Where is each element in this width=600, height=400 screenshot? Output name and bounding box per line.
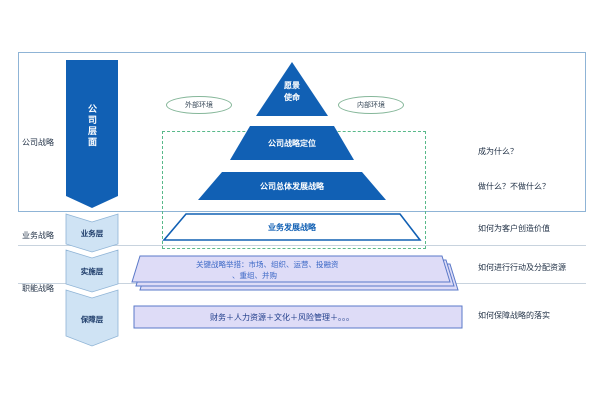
internal-environment-oval: 内部环境 xyxy=(338,96,404,114)
company-level-label: 公司层面 xyxy=(86,104,96,148)
right-label-q4: 如何进行行动及分配资源 xyxy=(478,263,566,272)
pyramid-level4 xyxy=(162,213,422,241)
pyramid-level2 xyxy=(230,126,354,160)
group-label-company: 公司战略 xyxy=(22,138,54,147)
separator-business xyxy=(18,245,586,246)
external-environment-oval: 外部环境 xyxy=(166,96,232,114)
key-strategy-line1: 关键战略举措：市场、组织、运营、投融资 xyxy=(196,260,339,269)
support-band xyxy=(133,305,463,329)
pyramid-level2-label: 公司战略定位 xyxy=(268,139,316,148)
pyramid-level3 xyxy=(198,172,386,200)
group-label-business: 业务战略 xyxy=(22,231,54,240)
support-level-label: 保障层 xyxy=(80,315,104,324)
pyramid-level3-label: 公司总体发展战略 xyxy=(260,182,324,191)
business-level-label: 业务层 xyxy=(80,229,104,238)
pyramid-top-line1: 愿景 xyxy=(284,81,300,90)
implementation-level-chevron xyxy=(65,249,119,293)
company-level-arrow xyxy=(66,60,118,208)
right-label-q1: 成为什么？ xyxy=(478,147,518,156)
support-items-label: 财务＋人力资源＋文化＋风险管理＋。。。 xyxy=(210,313,354,322)
right-label-q5: 如何保障战略的落实 xyxy=(478,311,550,320)
right-label-q2: 做什么？不做什么？ xyxy=(478,182,550,191)
key-strategy-line2: 、重组、并购 xyxy=(232,271,277,280)
key-strategy-band xyxy=(131,255,451,283)
pyramid-level4-label: 业务发展战略 xyxy=(268,223,316,232)
support-level-chevron xyxy=(65,289,119,347)
group-label-functional: 职能战略 xyxy=(22,284,54,293)
right-label-q3: 如何为客户创造价值 xyxy=(478,224,550,233)
implementation-level-label: 实施层 xyxy=(80,267,104,276)
company-strategy-frame xyxy=(18,52,586,212)
business-level-chevron xyxy=(65,213,119,253)
pyramid-top xyxy=(256,62,328,116)
pyramid-top-line2: 使命 xyxy=(284,93,300,102)
